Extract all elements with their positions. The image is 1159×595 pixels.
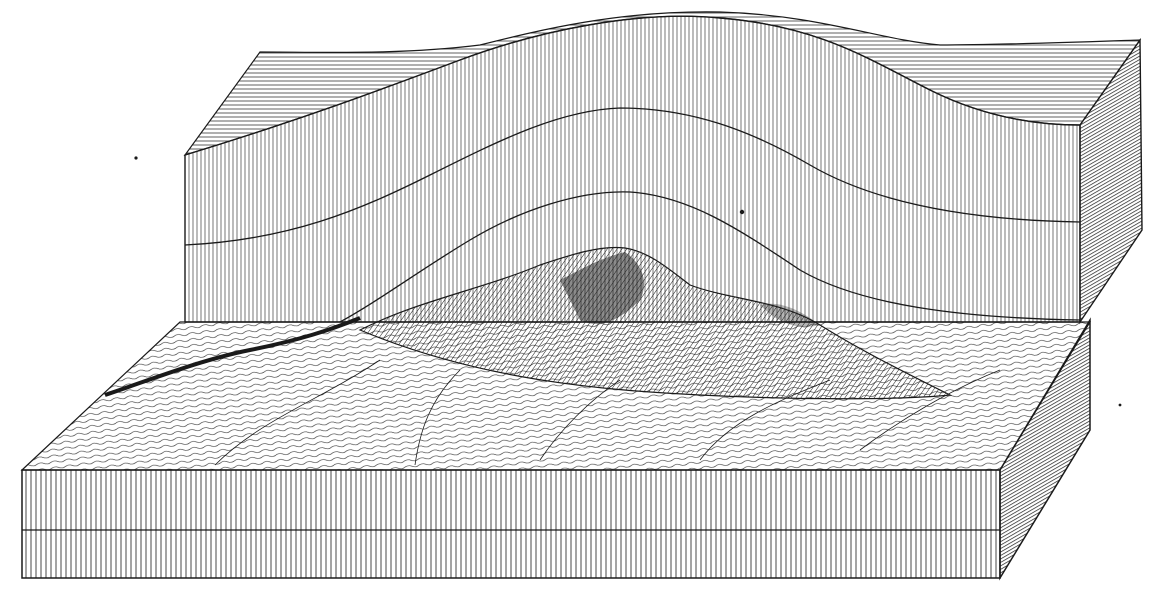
arched-strata-block bbox=[185, 12, 1142, 322]
base-block-front bbox=[22, 470, 1000, 578]
